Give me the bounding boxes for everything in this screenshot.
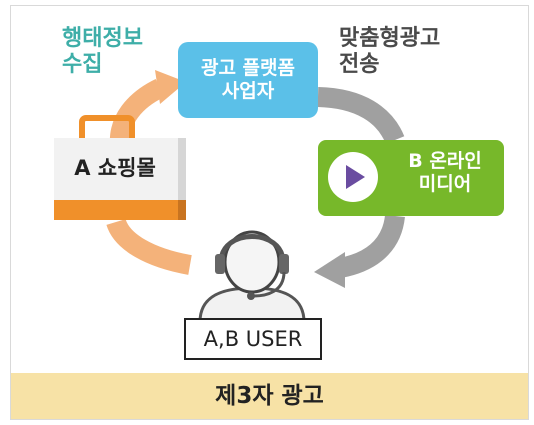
shopping-bag-icon [54, 115, 186, 220]
orange-arrowhead [155, 70, 186, 104]
gray-arrowhead [314, 252, 345, 288]
behavior-collection-label: 행태정보 수집 [62, 26, 143, 78]
footer-title: 제3자 광고 [215, 383, 324, 409]
shopping-mall-label: A 쇼핑몰 [74, 156, 156, 180]
user-label-box: A,B USER [184, 318, 322, 360]
user-label: A,B USER [203, 327, 303, 351]
online-media-label: B 온라인 미디어 [408, 150, 482, 195]
targeted-ad-transmission-label: 맞춤형광고 전송 [339, 26, 441, 78]
headset-user-icon [198, 230, 306, 324]
footer-band: 제3자 광고 [11, 373, 528, 419]
ad-platform-label: 광고 플랫폼 사업자 [200, 57, 295, 102]
online-media-box: B 온라인 미디어 [318, 140, 504, 216]
orange-arrow-from-user [106, 218, 192, 275]
gray-arrow-to-media [317, 87, 405, 145]
ad-platform-box: 광고 플랫폼 사업자 [178, 42, 318, 118]
gray-arrow-to-user [337, 214, 405, 278]
play-icon [328, 152, 378, 202]
